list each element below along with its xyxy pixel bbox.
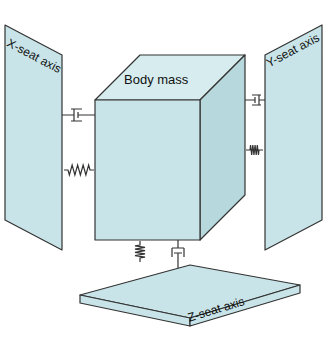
body-mass-cube: Body mass: [94, 54, 246, 241]
outline-face: [80, 295, 190, 326]
damper-symbol: [245, 95, 265, 105]
outline: [78, 262, 304, 342]
outline-face: [95, 100, 200, 240]
seat-plate: Z-seat axis: [78, 262, 304, 342]
spring-connector: [246, 145, 263, 155]
damper-symbol: [62, 109, 95, 121]
seat-plate: X-seat axis: [4, 20, 64, 255]
outline-face: [200, 55, 245, 240]
spring-connector: [64, 165, 94, 175]
spring-connector: [135, 241, 145, 262]
damper-symbol: [172, 240, 184, 268]
seat-plate: Y-seat axis: [263, 20, 324, 255]
axis-label: Body mass: [124, 73, 188, 86]
outline-face: [265, 25, 322, 250]
